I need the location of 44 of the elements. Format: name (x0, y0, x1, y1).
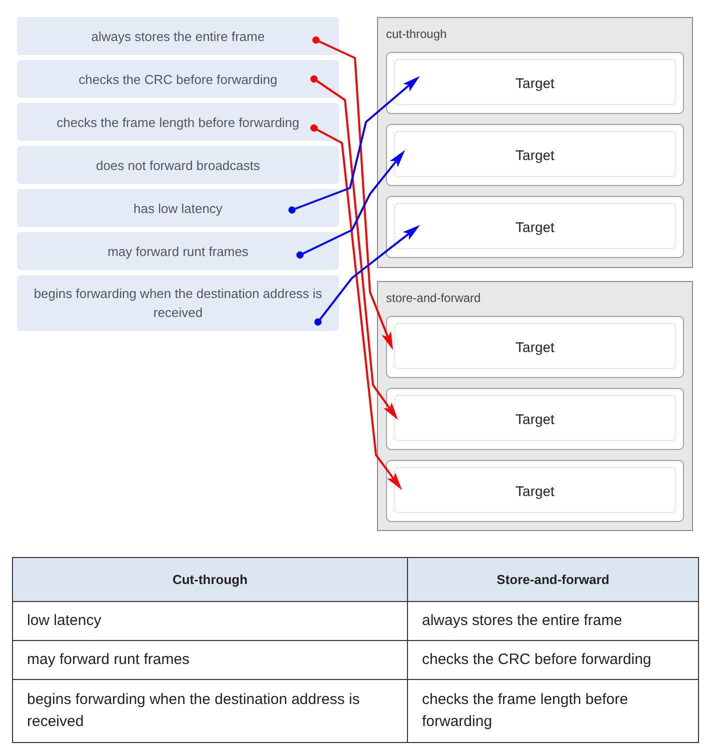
connector-arrow (314, 225, 420, 326)
target-label: Target (516, 411, 554, 427)
category-panel (377, 17, 693, 268)
drop-target (386, 316, 684, 378)
table-cell: may forward runt frames (13, 641, 408, 680)
target-label: Target (516, 75, 554, 91)
table-cell: low latency (13, 602, 408, 641)
column-header: Cut-through (13, 558, 408, 602)
answer-option (17, 17, 339, 55)
table-cell: checks the frame length before forwarding (408, 680, 699, 743)
target-label: Target (516, 339, 554, 355)
answer-option (17, 60, 339, 98)
option-text: always stores the entire frame (91, 28, 265, 46)
option-text: checks the CRC before forwarding (78, 70, 278, 88)
option-text: begins forwarding when the destination address is received (32, 285, 324, 322)
table-cell: always stores the entire frame (408, 602, 699, 641)
drop-target (386, 388, 684, 450)
option-text: has low latency (134, 200, 222, 218)
connector-arrow (312, 36, 394, 350)
category-panel (377, 281, 693, 531)
connector-arrow (310, 75, 398, 420)
column-header: Store-and-forward (408, 558, 699, 602)
connector-arrow (310, 124, 402, 490)
connector-arrow (296, 150, 406, 259)
option-text: checks the frame length before forwarding (56, 114, 300, 132)
answer-option (17, 103, 339, 141)
drop-target (386, 460, 684, 522)
connector-arrow (288, 76, 420, 214)
drop-target (386, 124, 684, 186)
target-label: Target (516, 147, 554, 163)
panel-title: cut-through (386, 27, 447, 41)
option-text: does not forward broadcasts (96, 156, 260, 174)
option-text: may forward runt frames (108, 242, 248, 260)
answer-option (17, 146, 339, 184)
answer-option (17, 189, 339, 227)
target-label: Target (516, 483, 554, 499)
drop-target (386, 196, 684, 258)
drop-target (386, 52, 684, 114)
target-label: Target (516, 219, 554, 235)
table-cell: checks the CRC before forwarding (408, 641, 699, 680)
answer-option (17, 232, 339, 270)
answer-option (17, 275, 339, 331)
panel-title: store-and-forward (386, 291, 481, 305)
table-cell: begins forwarding when the destination address is received (13, 680, 408, 743)
